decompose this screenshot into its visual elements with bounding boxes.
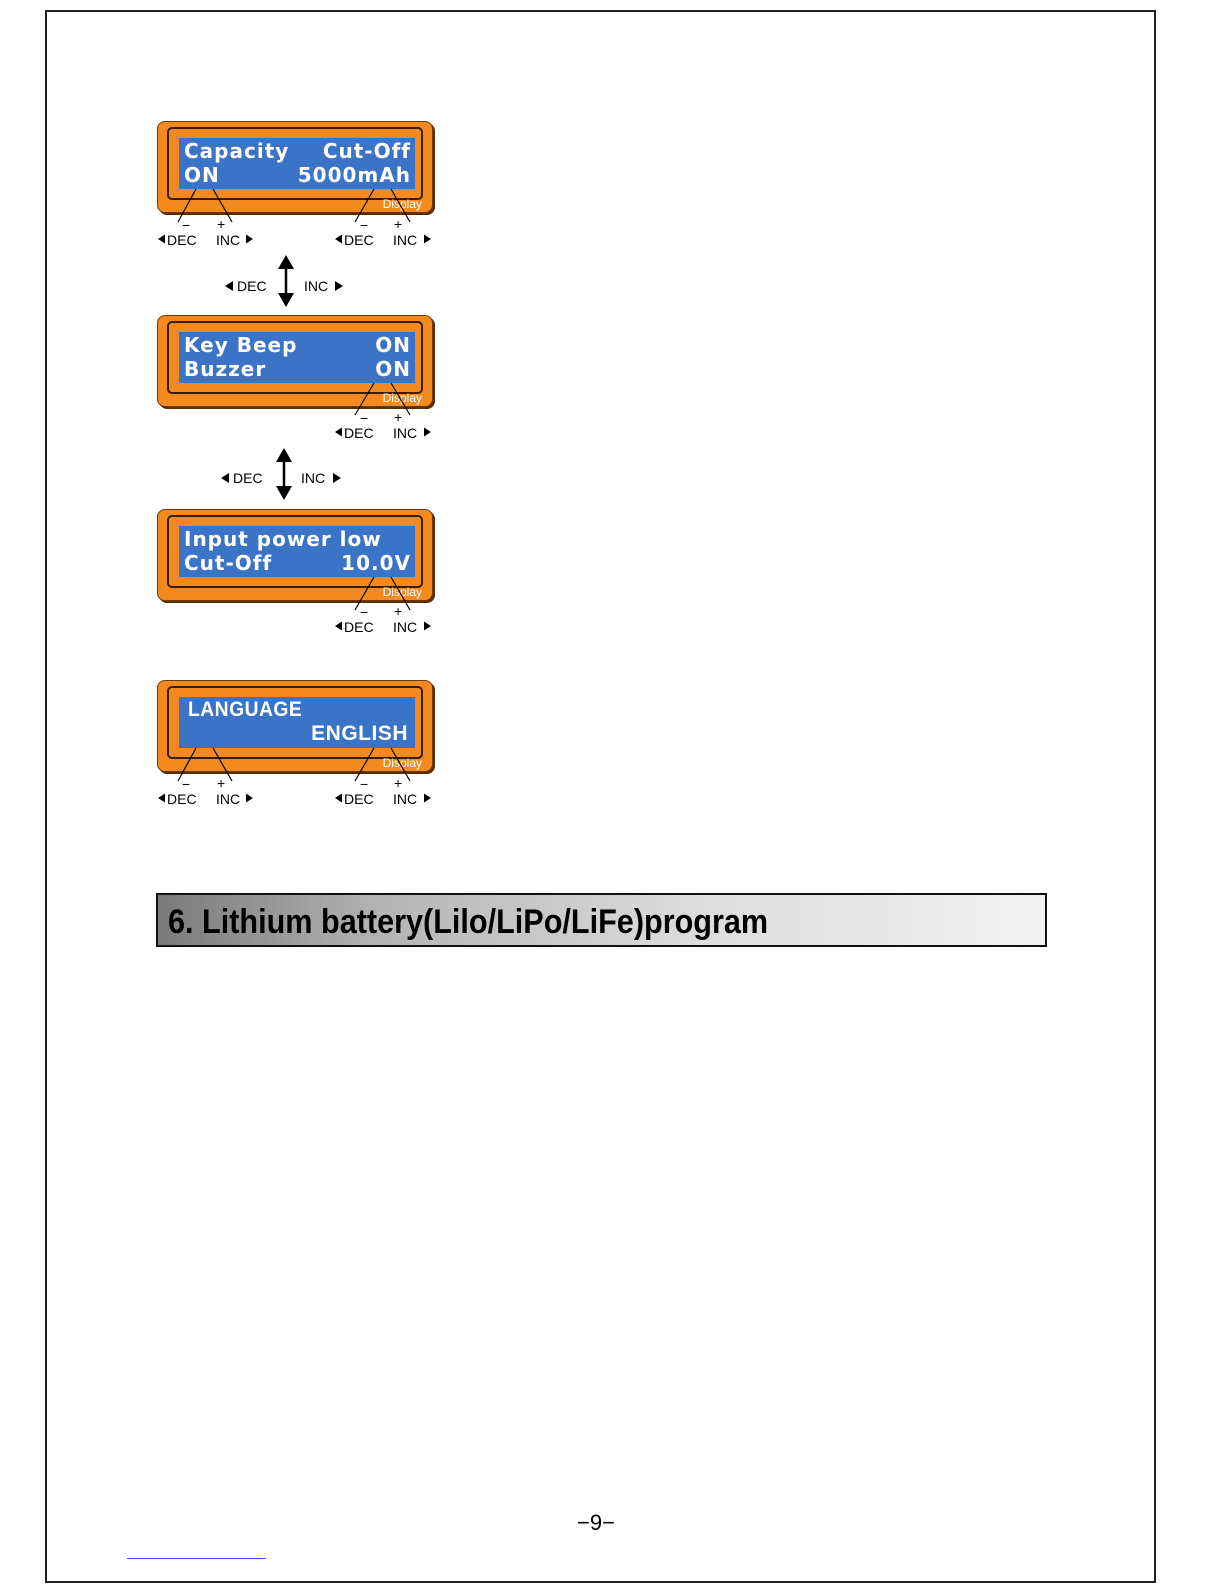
lcd-line-1: Capacity Cut-Off	[184, 139, 411, 163]
inc-key-label: INC	[393, 232, 417, 248]
display-label: Display	[383, 391, 422, 405]
dec-key-label: DEC	[344, 425, 374, 441]
page-number: −9−	[577, 1510, 615, 1536]
inc-key-label: INC	[393, 619, 417, 635]
footer-link-underline	[127, 1558, 266, 1559]
lcd-line-2-left: Cut-Off	[184, 551, 272, 575]
lcd-line-2-right: ON	[375, 357, 411, 381]
inc-key-label: INC	[393, 791, 417, 807]
dec-key-label: DEC	[344, 232, 374, 248]
nav-dec-label: DEC	[237, 278, 267, 294]
lcd-line-2-left: Buzzer	[184, 357, 266, 381]
minus-sign: −	[360, 777, 368, 791]
lcd-line-2-left: ON	[184, 163, 220, 187]
nav-inc-label: INC	[301, 470, 325, 486]
plus-sign: +	[217, 776, 225, 790]
lcd-line-2-right: 5000mAh	[298, 163, 411, 187]
lcd-language: LANGUAGE ENGLISH Display	[157, 680, 434, 773]
inc-key-label: INC	[216, 791, 240, 807]
lcd-line-1-left: LANGUAGE	[188, 698, 302, 721]
minus-sign: −	[360, 218, 368, 232]
lcd-line-1: Key Beep ON	[184, 333, 411, 357]
display-label: Display	[383, 756, 422, 770]
section-header: 6. Lithium battery(Lilo/LiPo/LiFe)progra…	[156, 893, 1047, 947]
page-frame	[45, 10, 1156, 1583]
minus-sign: −	[360, 411, 368, 425]
lcd-line-2-right: 10.0V	[341, 551, 411, 575]
lcd-screen: Capacity Cut-Off ON 5000mAh	[179, 138, 415, 189]
display-label: Display	[383, 197, 422, 211]
dec-key-label: DEC	[167, 791, 197, 807]
lcd-line-1-left: Key Beep	[184, 333, 297, 357]
plus-sign: +	[394, 604, 402, 618]
display-label: Display	[383, 585, 422, 599]
lcd-line-1-left: Capacity	[184, 139, 289, 163]
lcd-capacity-cutoff: Capacity Cut-Off ON 5000mAh Display	[157, 121, 434, 214]
nav-inc-label: INC	[304, 278, 328, 294]
lcd-line-2: ENGLISH	[184, 722, 408, 746]
plus-sign: +	[394, 217, 402, 231]
nav-dec-label: DEC	[233, 470, 263, 486]
lcd-line-1: LANGUAGE	[188, 698, 393, 722]
lcd-line-1-right: ON	[375, 333, 411, 357]
lcd-line-1-right: Cut-Off	[323, 139, 411, 163]
lcd-line-1: Input power low	[184, 527, 411, 551]
minus-sign: −	[182, 218, 190, 232]
lcd-screen: Input power low Cut-Off 10.0V	[179, 526, 415, 577]
inc-key-label: INC	[393, 425, 417, 441]
lcd-key-beep-buzzer: Key Beep ON Buzzer ON Display	[157, 315, 434, 408]
plus-sign: +	[394, 776, 402, 790]
lcd-screen: LANGUAGE ENGLISH	[179, 697, 415, 748]
lcd-line-2: ON 5000mAh	[184, 163, 411, 187]
dec-key-label: DEC	[344, 619, 374, 635]
lcd-screen: Key Beep ON Buzzer ON	[179, 332, 415, 383]
dec-key-label: DEC	[344, 791, 374, 807]
plus-sign: +	[217, 217, 225, 231]
plus-sign: +	[394, 410, 402, 424]
inc-key-label: INC	[216, 232, 240, 248]
dec-key-label: DEC	[167, 232, 197, 248]
minus-sign: −	[182, 777, 190, 791]
lcd-line-2: Cut-Off 10.0V	[184, 551, 411, 575]
lcd-line-2: Buzzer ON	[184, 357, 411, 381]
lcd-line-1-left: Input power low	[184, 527, 382, 551]
lcd-input-power-low: Input power low Cut-Off 10.0V Display	[157, 509, 434, 602]
lcd-line-2-right: ENGLISH	[311, 722, 408, 746]
minus-sign: −	[360, 605, 368, 619]
section-title: 6. Lithium battery(Lilo/LiPo/LiFe)progra…	[168, 902, 768, 942]
